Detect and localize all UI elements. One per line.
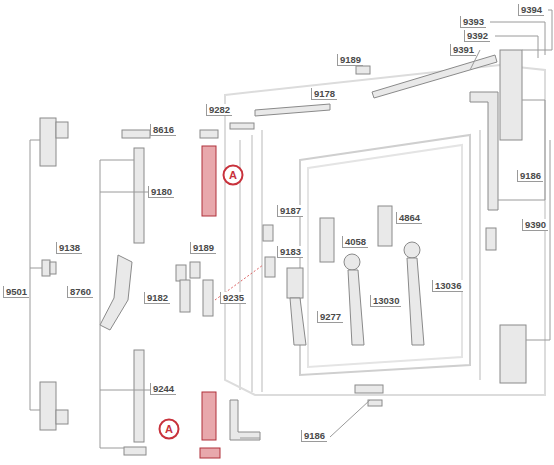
callout-circle: A [158,418,180,440]
part-number: 9394 [518,4,544,16]
part-number: 9393 [460,16,486,28]
part-number: 9391 [450,44,476,56]
part-number: 9390 [522,219,548,231]
part-number: 9392 [464,30,490,42]
callout-letter: A [158,418,180,440]
part-number: 9186 [517,170,543,182]
part-number: 9277 [317,311,343,323]
part-number: 9183 [277,246,303,258]
part-number: 9138 [56,242,82,254]
part-number: 9501 [3,286,29,298]
part-number: 9244 [150,383,176,395]
part-number: 9282 [206,104,232,116]
part-number: 8760 [67,286,93,298]
part-number: 9180 [148,186,174,198]
part-number: 4864 [396,212,422,224]
part-number: 9186 [301,430,327,442]
callout-circle: A [222,164,244,186]
part-number: 13030 [370,295,401,307]
callout-letter: A [222,164,244,186]
part-number: 9187 [277,205,303,217]
part-number: 9189 [337,54,363,66]
part-number: 9178 [311,88,337,100]
part-number: 9189 [190,242,216,254]
part-number: 4058 [342,236,368,248]
part-number: 9182 [144,292,170,304]
part-number: 8616 [150,124,176,136]
part-number: 13036 [432,280,463,292]
part-number: 9235 [220,292,246,304]
